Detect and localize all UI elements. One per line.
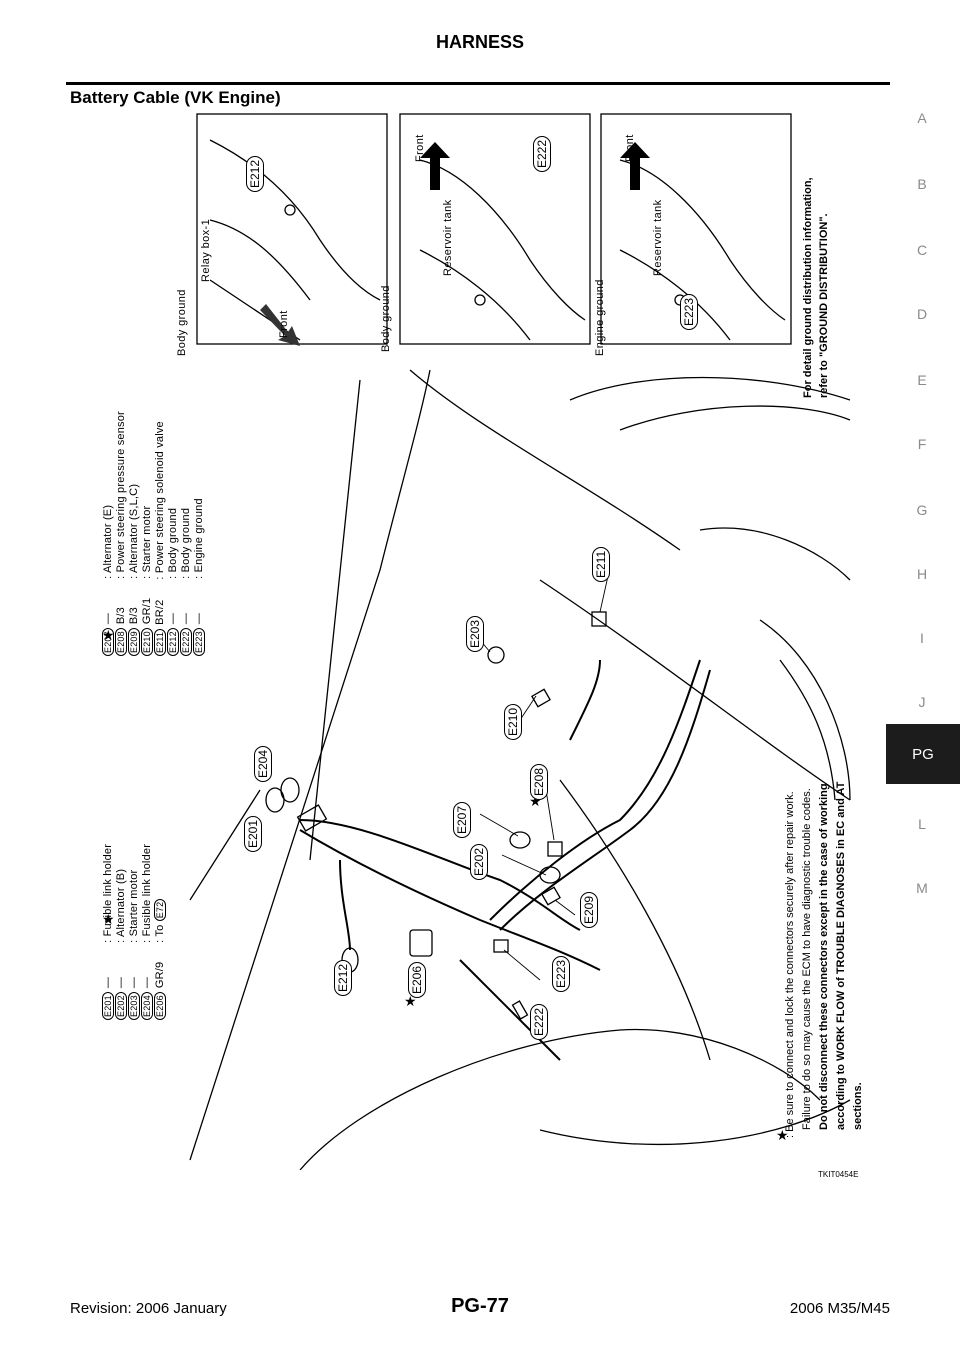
legend-row: E203— : Starter motor	[128, 844, 141, 1020]
side-tab-e[interactable]: E	[917, 372, 927, 388]
legend-row: E207— : Alternator (E)	[102, 411, 115, 656]
connector-e222-shape	[511, 1000, 529, 1020]
hood-line	[409, 369, 681, 551]
diagram-label-e211: E211	[592, 546, 610, 582]
connector-e210-shape	[531, 688, 551, 708]
legend-row: E202— : Alternator (B)	[115, 844, 128, 1020]
connector-e211-shape	[591, 611, 607, 627]
footer-revision: Revision: 2006 January	[70, 1300, 227, 1317]
figure-id: TKIT0454E	[818, 1170, 859, 1179]
diagram-label-e208: E208	[530, 763, 548, 800]
front-arrow-icon	[420, 142, 450, 190]
legend-row: E210GR/1 : Starter motor	[141, 411, 154, 656]
diagram-label-e212: E212	[334, 959, 352, 996]
legend-row: E211BR/2 : Power steering solenoid valve	[154, 411, 167, 656]
side-tab-g[interactable]: G	[916, 502, 928, 518]
legend-row: E223— : Engine ground	[193, 411, 206, 656]
connector-e204-shape	[280, 777, 300, 803]
legend-row: E204— : Fusible link holder	[141, 844, 154, 1020]
connector-e208-shape	[547, 841, 563, 857]
side-tab-pg-active[interactable]: PG	[886, 724, 960, 784]
diagram-label-e222: E222	[530, 1003, 548, 1040]
legend-row: E208B/3 : Power steering pressure sensor	[115, 411, 128, 656]
front-arrow-icon	[260, 304, 300, 346]
connector-e202-shape	[539, 866, 561, 884]
legend-row: E212— : Body ground	[167, 411, 180, 656]
star-icon: ★	[776, 1128, 789, 1144]
connector-e223-shape	[493, 939, 509, 953]
connector-e203-shape	[487, 646, 505, 664]
connector-e209-shape	[541, 886, 561, 906]
side-tab-m[interactable]: M	[916, 880, 928, 896]
bumper-outline	[299, 1028, 821, 1170]
inset2-label-reservoir: Reservoir tank	[442, 199, 454, 276]
side-tab-b[interactable]: B	[917, 176, 927, 192]
star-icon: ★	[102, 912, 115, 928]
diagram-label-e209: E209	[580, 891, 598, 928]
star-icon: ★	[404, 994, 417, 1010]
side-tab-l[interactable]: L	[918, 816, 926, 832]
side-tab-h[interactable]: H	[916, 566, 928, 582]
diagram-label-e206: E206	[408, 961, 426, 998]
diagram-label-e203: E203	[466, 615, 484, 652]
inset2-label-front: Front	[414, 134, 426, 162]
inset-frame-3	[600, 113, 792, 345]
inset3-label-reservoir: Reservoir tank	[652, 199, 664, 276]
inset1-caption: Body ground	[176, 289, 188, 356]
diagram-label-e204: E204	[254, 745, 272, 782]
star-icon: ★	[102, 628, 115, 644]
legend-row: E201— : Fusible link holder	[102, 844, 115, 1020]
connector-e206-shape	[409, 929, 433, 957]
wiring-harness-diagram: ★ ★ ★ ★ ★	[102, 113, 851, 1170]
diagram-label-e201: E201	[244, 815, 262, 852]
side-tab-i[interactable]: I	[920, 630, 924, 646]
page-header-title: HARNESS	[435, 32, 524, 52]
section-title: Battery Cable (VK Engine)	[70, 88, 281, 107]
star-note: : Be sure to connect and lock the connec…	[784, 781, 864, 1138]
legend-left: E201— : Fusible link holder E202— : Alte…	[102, 844, 167, 1020]
inset3-connector: E223	[680, 293, 698, 330]
diagram-label-e223: E223	[552, 955, 570, 992]
side-tab-j[interactable]: J	[918, 694, 926, 710]
footer-model: 2006 M35/M45	[789, 1300, 890, 1317]
diagram-label-e210: E210	[504, 703, 522, 740]
footer-page-number: PG-77	[451, 1295, 509, 1317]
header-rule	[66, 82, 890, 85]
diagram-label-e202: E202	[470, 843, 488, 880]
front-arrow-icon	[620, 142, 650, 190]
inset1-label-front: Front	[278, 310, 290, 338]
legend-row: E222— : Body ground	[180, 411, 193, 656]
inset3-caption: Engine ground	[594, 279, 606, 356]
side-tab-a[interactable]: A	[917, 110, 927, 126]
side-tab-f[interactable]: F	[917, 436, 927, 452]
inset2-connector: E222	[533, 135, 551, 172]
connector-e201-shape	[265, 787, 285, 813]
diagram-label-e207: E207	[453, 801, 471, 838]
side-tab-d[interactable]: D	[916, 306, 928, 322]
side-tab-c[interactable]: C	[916, 242, 928, 258]
connector-e207-shape	[509, 831, 531, 849]
inset2-caption: Body ground	[380, 285, 392, 352]
inset-frame-2	[399, 113, 591, 345]
legend-row: E209B/3 : Alternator (S,L,C)	[128, 411, 141, 656]
inset-frame-1	[196, 113, 388, 345]
body-outline-left	[189, 369, 431, 1161]
inset1-label-relay: Relay box-1	[200, 218, 212, 282]
inset1-connector: E212	[246, 155, 264, 192]
inset3-label-front: Front	[624, 134, 636, 162]
ground-distribution-note: For detail ground distribution informati…	[802, 177, 830, 398]
legend-row: E206GR/9 : To E72	[154, 844, 167, 1020]
legend-right: E207— : Alternator (E) E208B/3 : Power s…	[102, 411, 206, 656]
